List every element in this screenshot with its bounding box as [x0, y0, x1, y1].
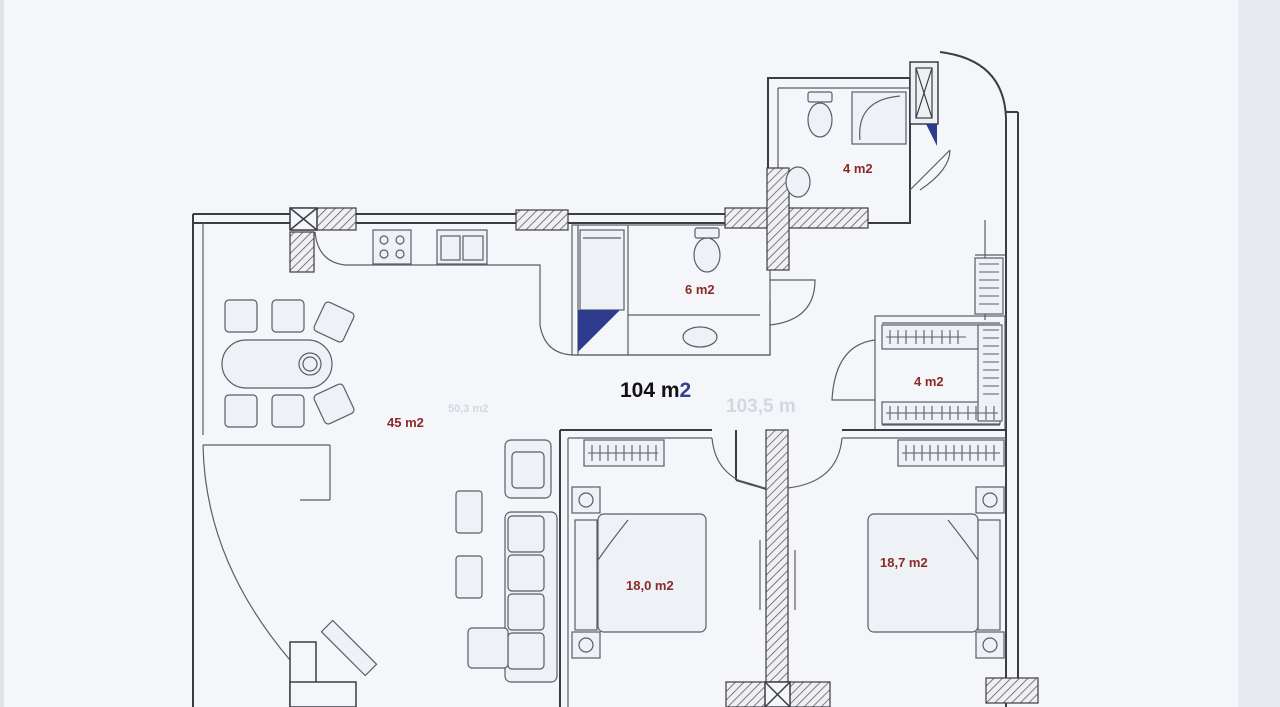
furniture: [221, 91, 1005, 683]
ghost-total-area: 103,5 m: [726, 396, 796, 417]
closet-hangers: [588, 263, 1000, 461]
ghost-living-area: 50,3 m2: [448, 403, 488, 415]
structural-columns: [289, 61, 1039, 707]
total-area-label: 104 m2: [620, 379, 691, 402]
room-area-wc: 6 m2: [685, 282, 715, 297]
room-area-bathroom: 4 m2: [843, 161, 873, 176]
room-area-living-kitchen: 45 m2: [387, 415, 424, 430]
total-area-accent: 2: [680, 379, 692, 402]
room-area-bedroom-2: 18,7 m2: [880, 555, 928, 570]
door-swings: [711, 149, 951, 610]
room-area-storage: 4 m2: [914, 374, 944, 389]
paper-shadow: [1238, 0, 1280, 707]
walls: [192, 51, 1019, 707]
total-area-main: 104 m: [620, 379, 680, 402]
room-area-bedroom-1: 18,0 m2: [626, 578, 674, 593]
